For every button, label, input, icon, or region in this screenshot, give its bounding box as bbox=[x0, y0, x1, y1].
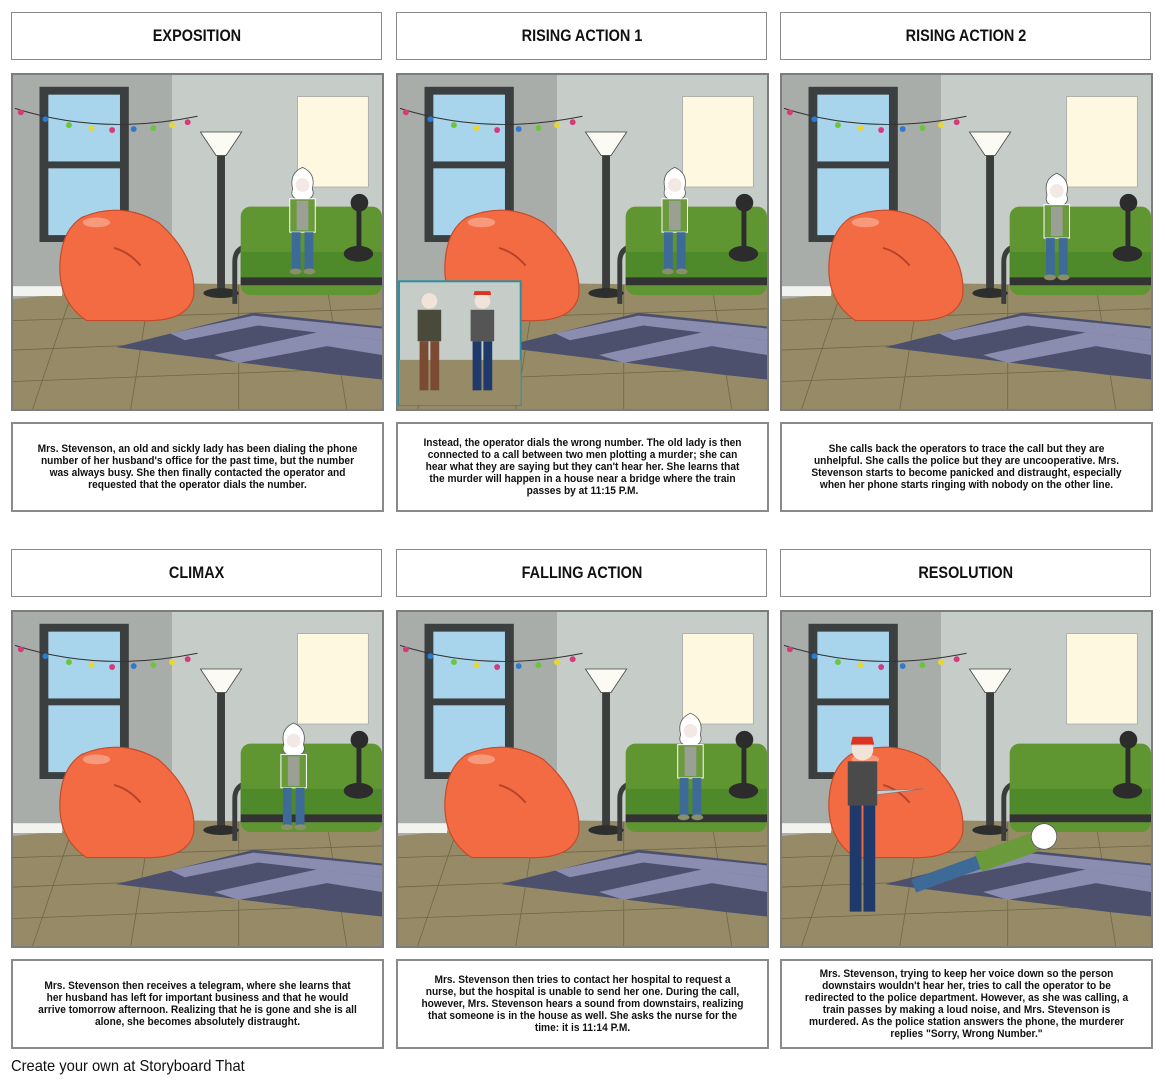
murderer-figure bbox=[847, 736, 924, 912]
scene-falling-action bbox=[396, 610, 769, 948]
man-figure-1 bbox=[417, 293, 442, 391]
panel-caption-rising-action-1: Instead, the operator dials the wrong nu… bbox=[396, 422, 769, 512]
panel-title-rising-action-1: RISING ACTION 1 bbox=[396, 12, 767, 60]
panel-title-falling-action: FALLING ACTION bbox=[396, 549, 767, 597]
panel-title-rising-action-2: RISING ACTION 2 bbox=[780, 12, 1151, 60]
scene-exposition bbox=[11, 73, 384, 411]
scene-rising-action-2 bbox=[780, 73, 1153, 411]
storyboard-that-credit-link[interactable]: Create your own at Storyboard That bbox=[11, 1058, 245, 1075]
scene-resolution bbox=[780, 610, 1153, 948]
panel-title-resolution: RESOLUTION bbox=[780, 549, 1151, 597]
panel-caption-falling-action: Mrs. Stevenson then tries to contact her… bbox=[396, 959, 769, 1049]
panel-caption-resolution: Mrs. Stevenson, trying to keep her voice… bbox=[780, 959, 1153, 1049]
panel-caption-exposition: Mrs. Stevenson, an old and sickly lady h… bbox=[11, 422, 384, 512]
scene-rising-action-1 bbox=[396, 73, 769, 411]
panel-title-climax: CLIMAX bbox=[11, 549, 382, 597]
panel-title-exposition: EXPOSITION bbox=[11, 12, 382, 60]
panel-caption-climax: Mrs. Stevenson then receives a telegram,… bbox=[11, 959, 384, 1049]
panel-caption-rising-action-2: She calls back the operators to trace th… bbox=[780, 422, 1153, 512]
scene-climax bbox=[11, 610, 384, 948]
murdered-woman-figure bbox=[911, 823, 1058, 893]
man-figure-2 bbox=[470, 291, 495, 391]
